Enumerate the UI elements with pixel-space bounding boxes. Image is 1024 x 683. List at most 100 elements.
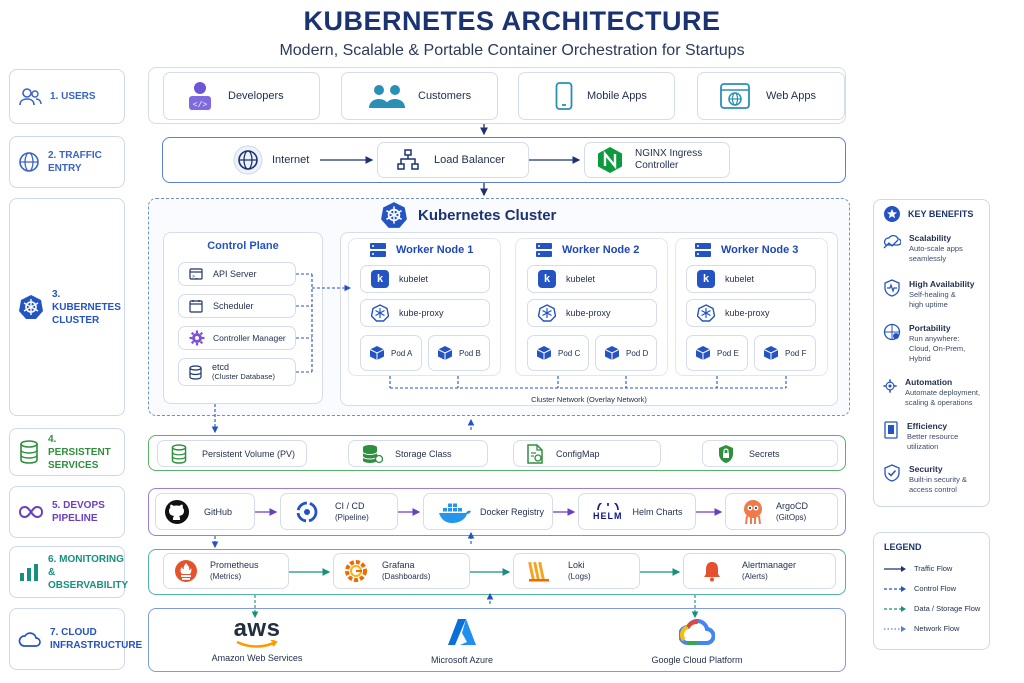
cloud-azure[interactable]: Microsoft Azure	[412, 618, 512, 665]
layer-persistent-services: 4. PERSISTENT SERVICES	[9, 428, 125, 476]
solid-arrow-icon	[884, 565, 906, 572]
key-benefits-header: KEY BENEFITS	[884, 206, 973, 222]
users-icon	[19, 87, 42, 105]
layer-cloud-label: 7. CLOUD INFRASTRUCTURE	[50, 627, 143, 651]
pod-e[interactable]: Pod E	[686, 335, 748, 371]
customers-icon	[368, 83, 406, 109]
cube-icon	[437, 346, 453, 360]
automation-gear-icon	[883, 379, 897, 393]
controller-manager[interactable]: Controller Manager	[178, 326, 296, 350]
secrets[interactable]: Secrets	[702, 440, 838, 467]
kube-proxy-icon	[697, 304, 715, 322]
nginx-ingress[interactable]: NGINX Ingress Controller	[584, 142, 730, 178]
nginx-icon	[597, 146, 623, 174]
layer-users-label: 1. USERS	[50, 91, 96, 102]
user-customers[interactable]: Customers	[341, 72, 498, 120]
pod-c[interactable]: Pod C	[527, 335, 589, 371]
storage-class[interactable]: Storage Class	[348, 440, 488, 467]
docker-registry[interactable]: Docker Registry	[423, 493, 553, 530]
internet-globe-icon	[232, 144, 264, 176]
pod-d[interactable]: Pod D	[595, 335, 657, 371]
legend-network-flow: Network Flow	[884, 624, 959, 633]
ci-cd[interactable]: CI / CD (Pipeline)	[280, 493, 398, 530]
cube-icon	[604, 346, 620, 360]
user-developers[interactable]: </> Developers	[163, 72, 320, 120]
load-balancer[interactable]: Load Balancer	[377, 142, 529, 178]
azure-icon	[448, 619, 476, 645]
cloud-gcp[interactable]: Google Cloud Platform	[638, 618, 756, 665]
kubelet-3[interactable]: k kubelet	[686, 265, 816, 293]
argocd[interactable]: ArgoCD (GitOps)	[725, 493, 838, 530]
persistent-volume[interactable]: Persistent Volume (PV)	[157, 440, 307, 467]
pod-a[interactable]: Pod A	[360, 335, 422, 371]
svg-text:>_: >_	[192, 274, 199, 280]
loki[interactable]: Loki (Logs)	[513, 553, 640, 589]
dashed-arrow-icon	[884, 585, 906, 592]
layer-persistent-label: 4. PERSISTENT SERVICES	[48, 433, 111, 471]
github[interactable]: GitHub	[155, 493, 255, 530]
loki-icon	[528, 561, 549, 582]
pod-b[interactable]: Pod B	[428, 335, 490, 371]
kubelet-1[interactable]: k kubelet	[360, 265, 490, 293]
portability-icon	[883, 323, 901, 341]
kubelet-2[interactable]: k kubelet	[527, 265, 657, 293]
config-file-icon	[527, 443, 543, 464]
layer-monitoring-label: 6. MONITORING & OBSERVABILITY	[48, 553, 129, 591]
page-subtitle: Modern, Scalable & Portable Container Or…	[279, 42, 745, 59]
shield-pulse-icon	[884, 279, 900, 297]
kubelet-icon: k	[371, 270, 389, 288]
legend-title: LEGEND	[884, 542, 922, 552]
docker-icon	[439, 503, 471, 523]
database-icon	[20, 440, 38, 464]
kubernetes-icon	[381, 202, 407, 228]
user-web-apps[interactable]: Web Apps	[697, 72, 845, 120]
cube-icon	[763, 346, 779, 360]
layer-kubernetes-cluster: 3. KUBERNETES CLUSTER	[9, 198, 125, 416]
etcd[interactable]: etcd (Cluster Database)	[178, 358, 296, 386]
layer-devops-label: 5. DEVOPS PIPELINE	[52, 500, 105, 524]
prometheus-icon	[175, 560, 197, 582]
security-shield-icon	[884, 464, 900, 482]
mobile-icon	[555, 82, 573, 110]
developer-icon: </>	[186, 80, 214, 112]
cloud-aws[interactable]: aws Amazon Web Services	[211, 615, 303, 664]
configmap[interactable]: ConfigMap	[513, 440, 661, 467]
bar-chart-icon	[20, 564, 38, 581]
grafana-icon	[345, 560, 367, 582]
kube-proxy-1[interactable]: kube-proxy	[360, 299, 490, 327]
kube-proxy-3[interactable]: kube-proxy	[686, 299, 816, 327]
kube-proxy-icon	[371, 304, 389, 322]
key-benefits-panel	[873, 199, 990, 507]
server-icon	[536, 243, 552, 257]
svg-text:</>: </>	[193, 101, 208, 110]
alertmanager[interactable]: Alertmanager (Alerts)	[683, 553, 836, 589]
dashed-teal-arrow-icon	[884, 605, 906, 612]
legend-data-storage-flow: Data / Storage Flow	[884, 604, 980, 613]
layer-users: 1. USERS	[9, 69, 125, 124]
cube-icon	[369, 346, 385, 360]
cloud-row	[148, 608, 846, 672]
prometheus[interactable]: Prometheus (Metrics)	[163, 553, 289, 589]
kubernetes-helm-icon	[19, 295, 43, 319]
layer-monitoring: 6. MONITORING & OBSERVABILITY	[9, 546, 129, 598]
layer-traffic-entry: 2. TRAFFIC ENTRY	[9, 136, 125, 188]
grafana[interactable]: Grafana (Dashboards)	[333, 553, 470, 589]
layer-devops-pipeline: 5. DEVOPS PIPELINE	[9, 486, 125, 538]
dotted-arrow-icon	[884, 625, 906, 632]
user-mobile-apps[interactable]: Mobile Apps	[518, 72, 675, 120]
pod-f[interactable]: Pod F	[754, 335, 816, 371]
kubelet-icon: k	[697, 270, 715, 288]
globe-icon	[19, 152, 39, 172]
storage-icon	[362, 444, 383, 463]
etcd-database-icon	[189, 364, 202, 380]
helm-charts[interactable]: HELM Helm Charts	[578, 493, 696, 530]
argocd-icon	[744, 499, 762, 524]
efficiency-icon	[884, 421, 898, 439]
api-server[interactable]: >_ API Server	[178, 262, 296, 286]
kube-proxy-2[interactable]: kube-proxy	[527, 299, 657, 327]
scheduler[interactable]: Scheduler	[178, 294, 296, 318]
cube-icon	[695, 346, 711, 360]
